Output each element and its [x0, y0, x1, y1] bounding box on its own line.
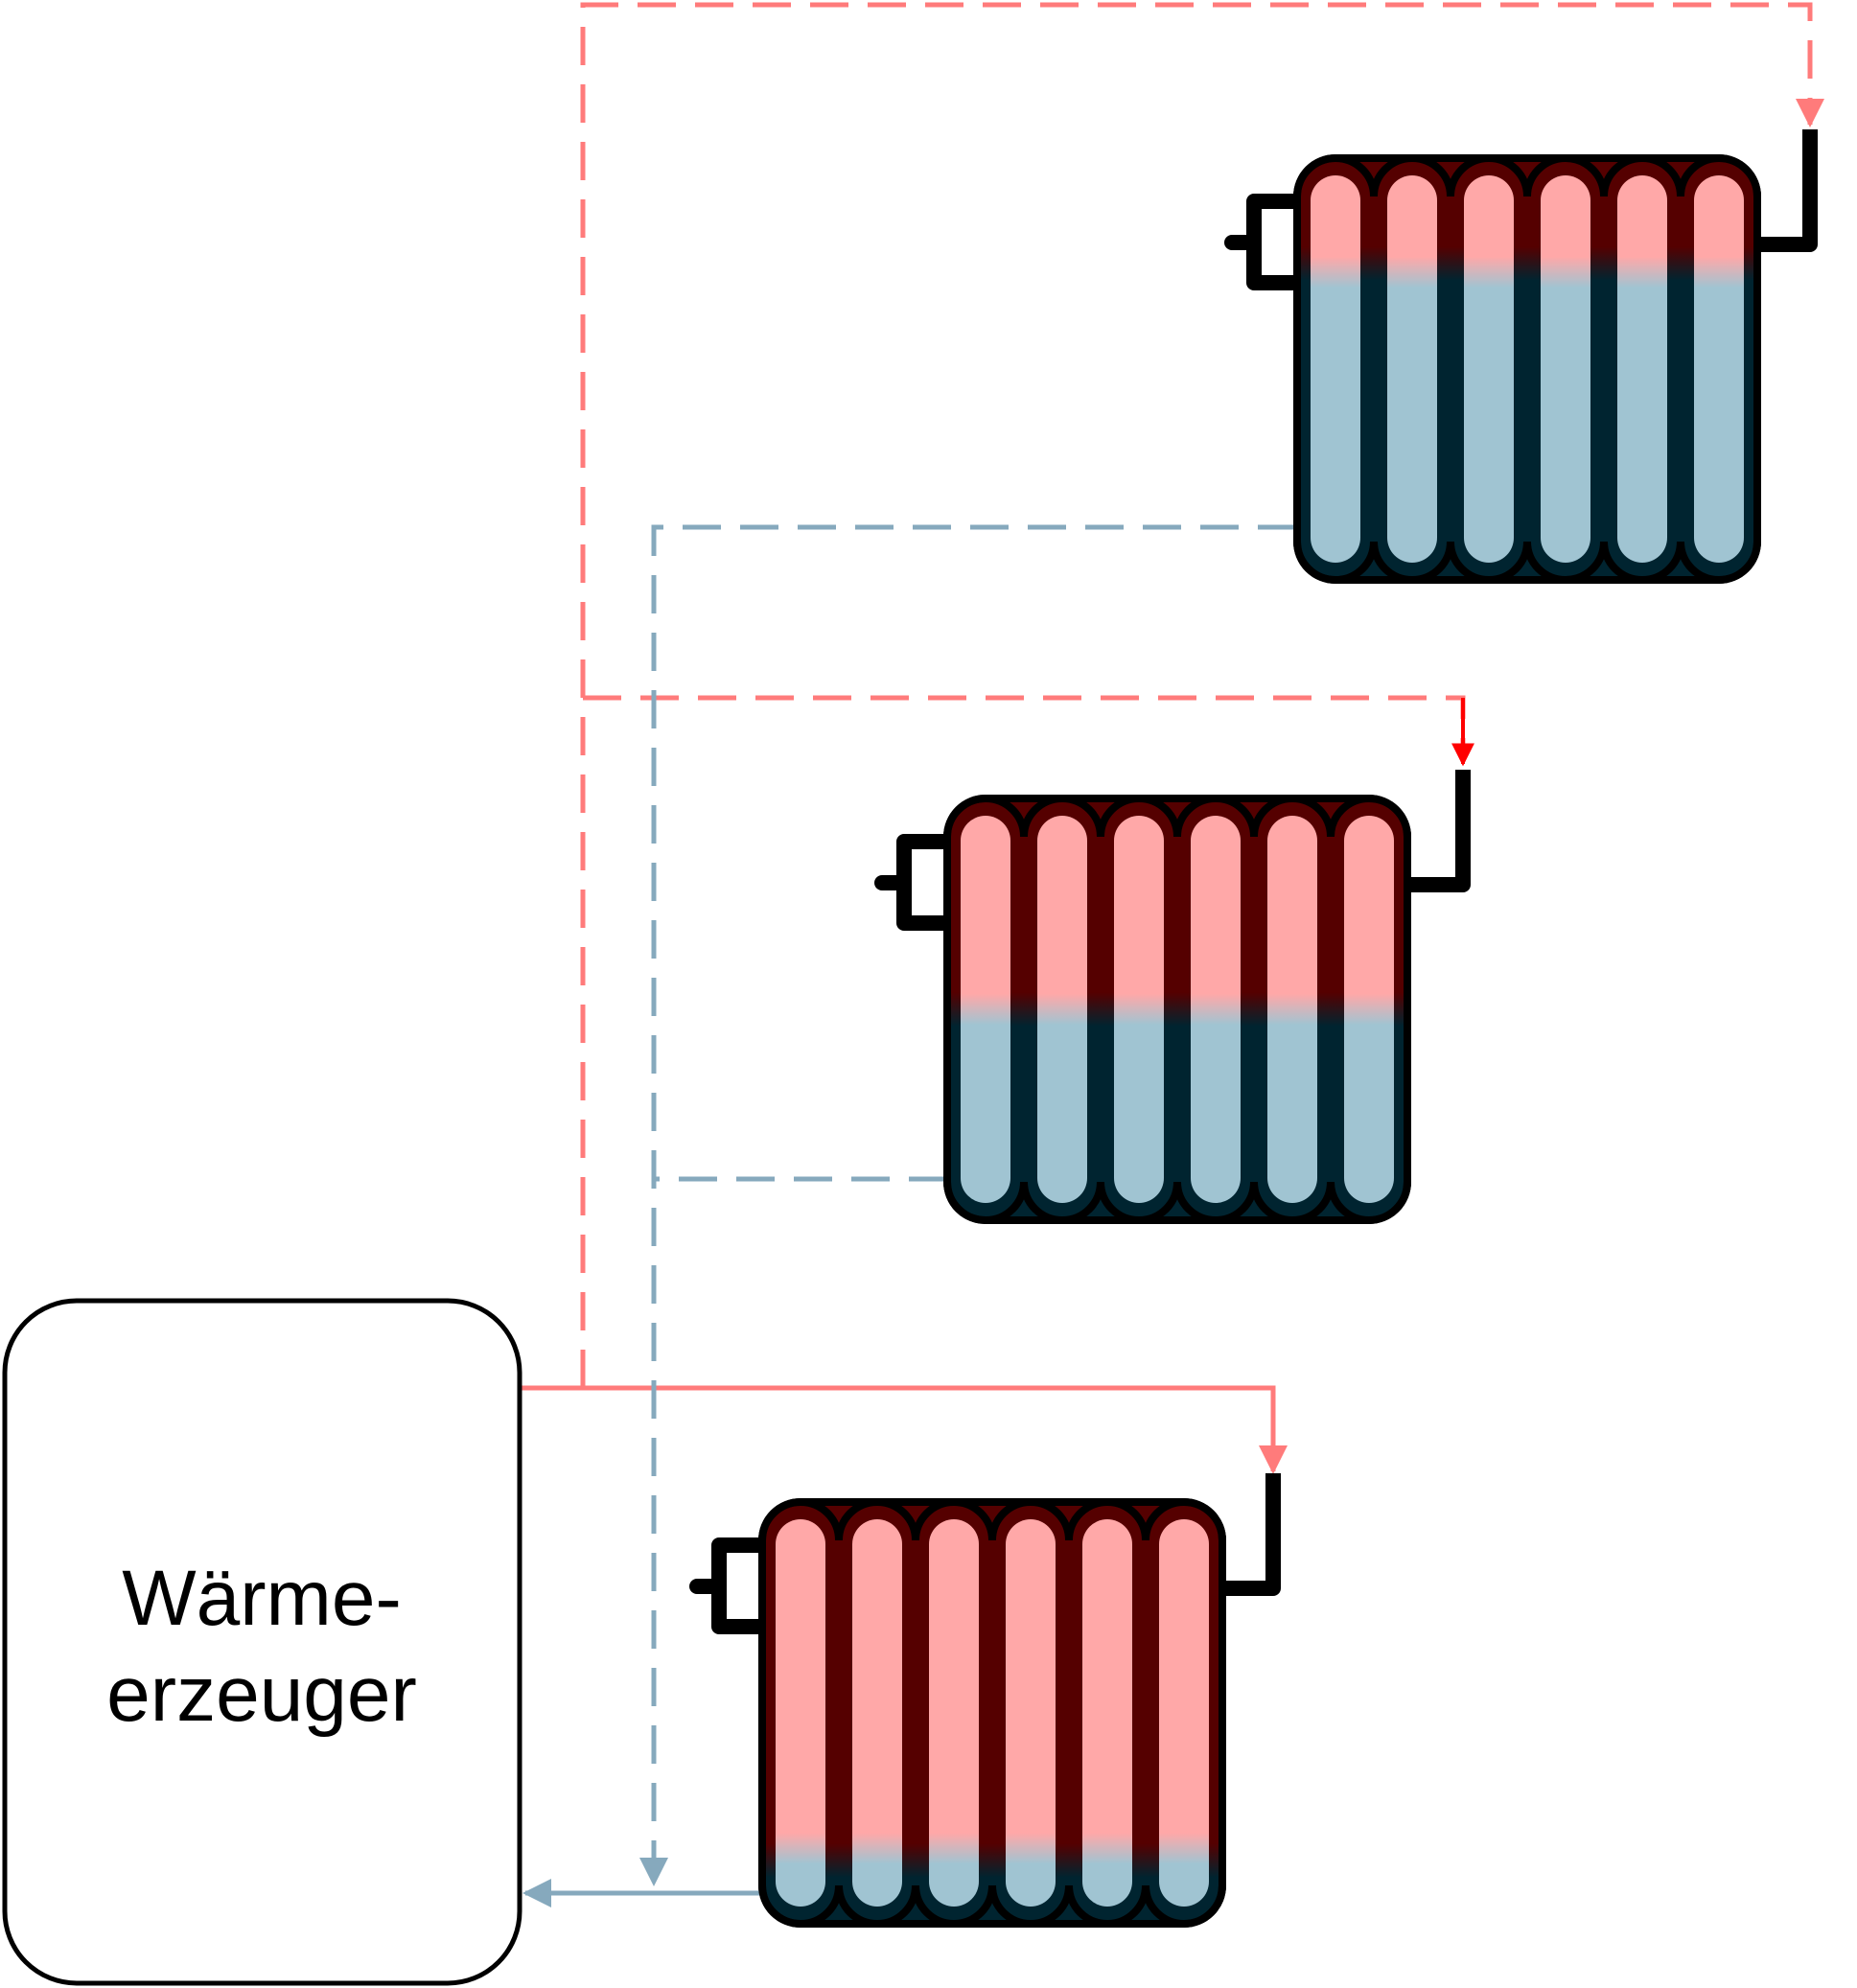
return-line-top: [639, 524, 1296, 1886]
radiator-column-cap: [758, 1498, 843, 1541]
radiator-inlet: [1398, 770, 1471, 892]
radiator-column: [776, 1519, 825, 1907]
radiator-column: [1387, 175, 1437, 563]
radiator-column-base: [1600, 541, 1684, 584]
radiator-column-base: [943, 1181, 1028, 1224]
radiator-column-cap: [1173, 795, 1258, 838]
radiator-column: [1311, 175, 1360, 563]
radiator-column: [1464, 175, 1514, 563]
radiator-column-base: [1370, 541, 1454, 584]
radiator-inlet: [1748, 129, 1818, 252]
radiator-column-base: [1293, 541, 1378, 584]
radiator-column-cap: [1065, 1498, 1149, 1541]
radiator-body: [758, 1498, 1226, 1928]
heat-generator-label-line2: erzeuger: [106, 1651, 417, 1738]
radiator-column-base: [835, 1884, 919, 1928]
radiator-bottom: [689, 1473, 1281, 1928]
radiator-column: [961, 816, 1010, 1203]
radiator-column-cap: [1097, 795, 1181, 838]
radiator-column-base: [988, 1884, 1073, 1928]
radiator-column-base: [1250, 1181, 1335, 1224]
radiator-column-cap: [1327, 795, 1411, 838]
radiator-column-base: [1447, 541, 1531, 584]
radiator-column-base: [1097, 1181, 1181, 1224]
radiator-column-cap: [1250, 795, 1335, 838]
radiator-inlet: [1213, 1473, 1281, 1596]
radiator-column: [929, 1519, 979, 1907]
heat-generator-label-line1: Wärme-: [122, 1555, 402, 1642]
radiator-column: [1037, 816, 1087, 1203]
supply-line-bottom: [520, 1385, 1288, 1474]
radiator-column: [852, 1519, 902, 1907]
radiator-top: [1224, 129, 1818, 584]
radiator-column-cap: [1370, 154, 1454, 197]
radiator-column-base: [1327, 1181, 1411, 1224]
radiator-column-base: [1523, 541, 1608, 584]
radiator-column-base: [1173, 1181, 1258, 1224]
radiator-column-cap: [912, 1498, 996, 1541]
radiator-column-base: [1065, 1884, 1149, 1928]
pipes: [520, 2, 1824, 1907]
radiator-column-cap: [1600, 154, 1684, 197]
supply-line-middle: [583, 695, 1466, 762]
radiator-column-cap: [1677, 154, 1761, 197]
radiators: [689, 129, 1818, 1928]
radiator-column-base: [1142, 1884, 1226, 1928]
radiator-body: [943, 795, 1411, 1224]
radiator-column-base: [1677, 541, 1761, 584]
radiator-column: [1114, 816, 1164, 1203]
radiator-column-cap: [835, 1498, 919, 1541]
radiator-column-cap: [1447, 154, 1531, 197]
radiator-column: [1541, 175, 1590, 563]
radiator-column: [1191, 816, 1241, 1203]
heat-generator: Wärme- erzeuger: [2, 1298, 522, 1986]
radiator-column: [1617, 175, 1667, 563]
radiator-column-cap: [1523, 154, 1608, 197]
radiator-column-cap: [1020, 795, 1104, 838]
radiator-column: [1344, 816, 1394, 1203]
radiator-column: [1694, 175, 1744, 563]
radiator-middle: [874, 770, 1471, 1224]
radiator-column: [1082, 1519, 1132, 1907]
radiator-column-cap: [1293, 154, 1378, 197]
radiator-column: [1159, 1519, 1209, 1907]
radiator-column-cap: [943, 795, 1028, 838]
radiator-body: [1293, 154, 1761, 584]
radiator-column: [1267, 816, 1317, 1203]
radiator-column-base: [758, 1884, 843, 1928]
radiator-column: [1006, 1519, 1056, 1907]
heat-generator-box: [2, 1298, 522, 1986]
radiator-column-base: [1020, 1181, 1104, 1224]
radiator-column-cap: [988, 1498, 1073, 1541]
radiator-column-cap: [1142, 1498, 1226, 1541]
radiator-column-base: [912, 1884, 996, 1928]
